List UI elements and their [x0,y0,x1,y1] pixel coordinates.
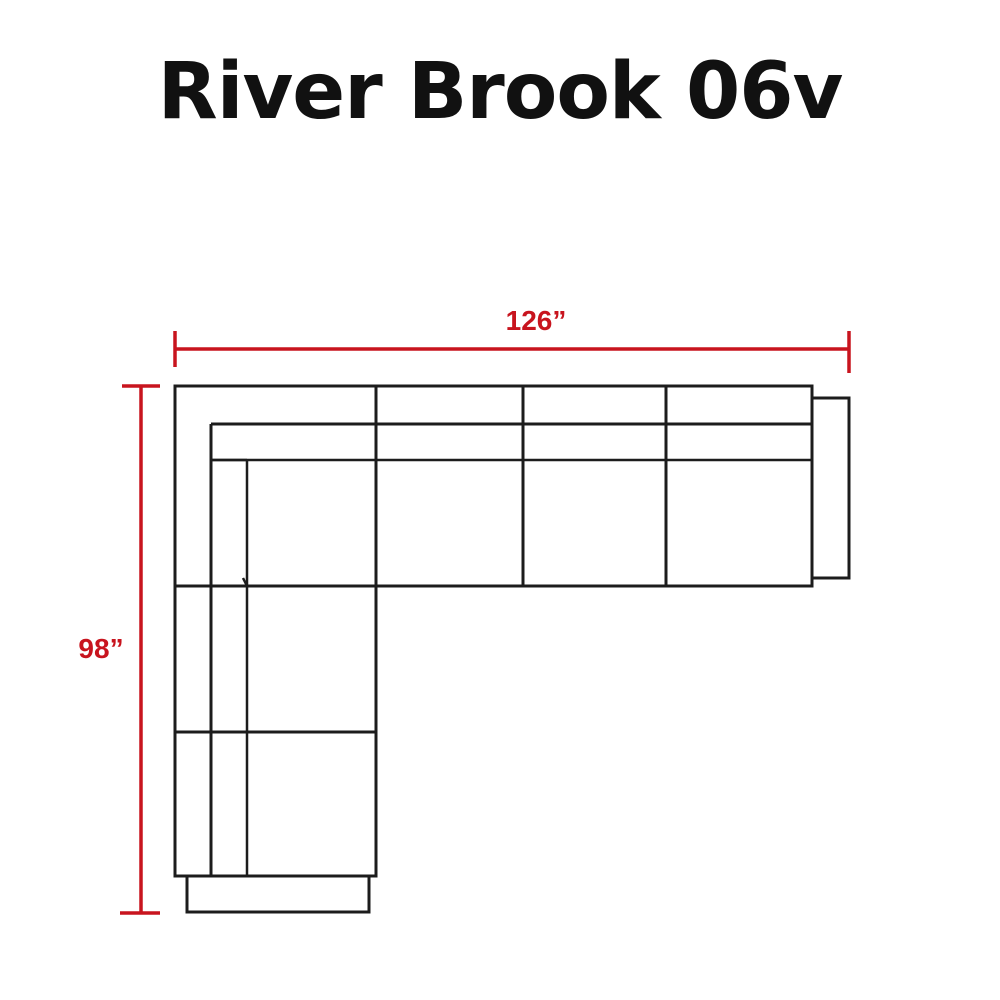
width-dimension-label: 126” [506,305,567,336]
bottom-armrest [185,874,371,914]
depth-dimension: 98” [78,384,160,915]
depth-dimension-label: 98” [78,633,123,664]
width-dimension: 126” [173,305,851,373]
sectional-sofa [173,384,851,914]
sectional-inner-frame [209,422,812,876]
page-title: River Brook 06v [157,47,844,137]
corner-notch [241,577,249,587]
back-cushion-edge [211,458,812,876]
right-armrest [810,396,851,580]
